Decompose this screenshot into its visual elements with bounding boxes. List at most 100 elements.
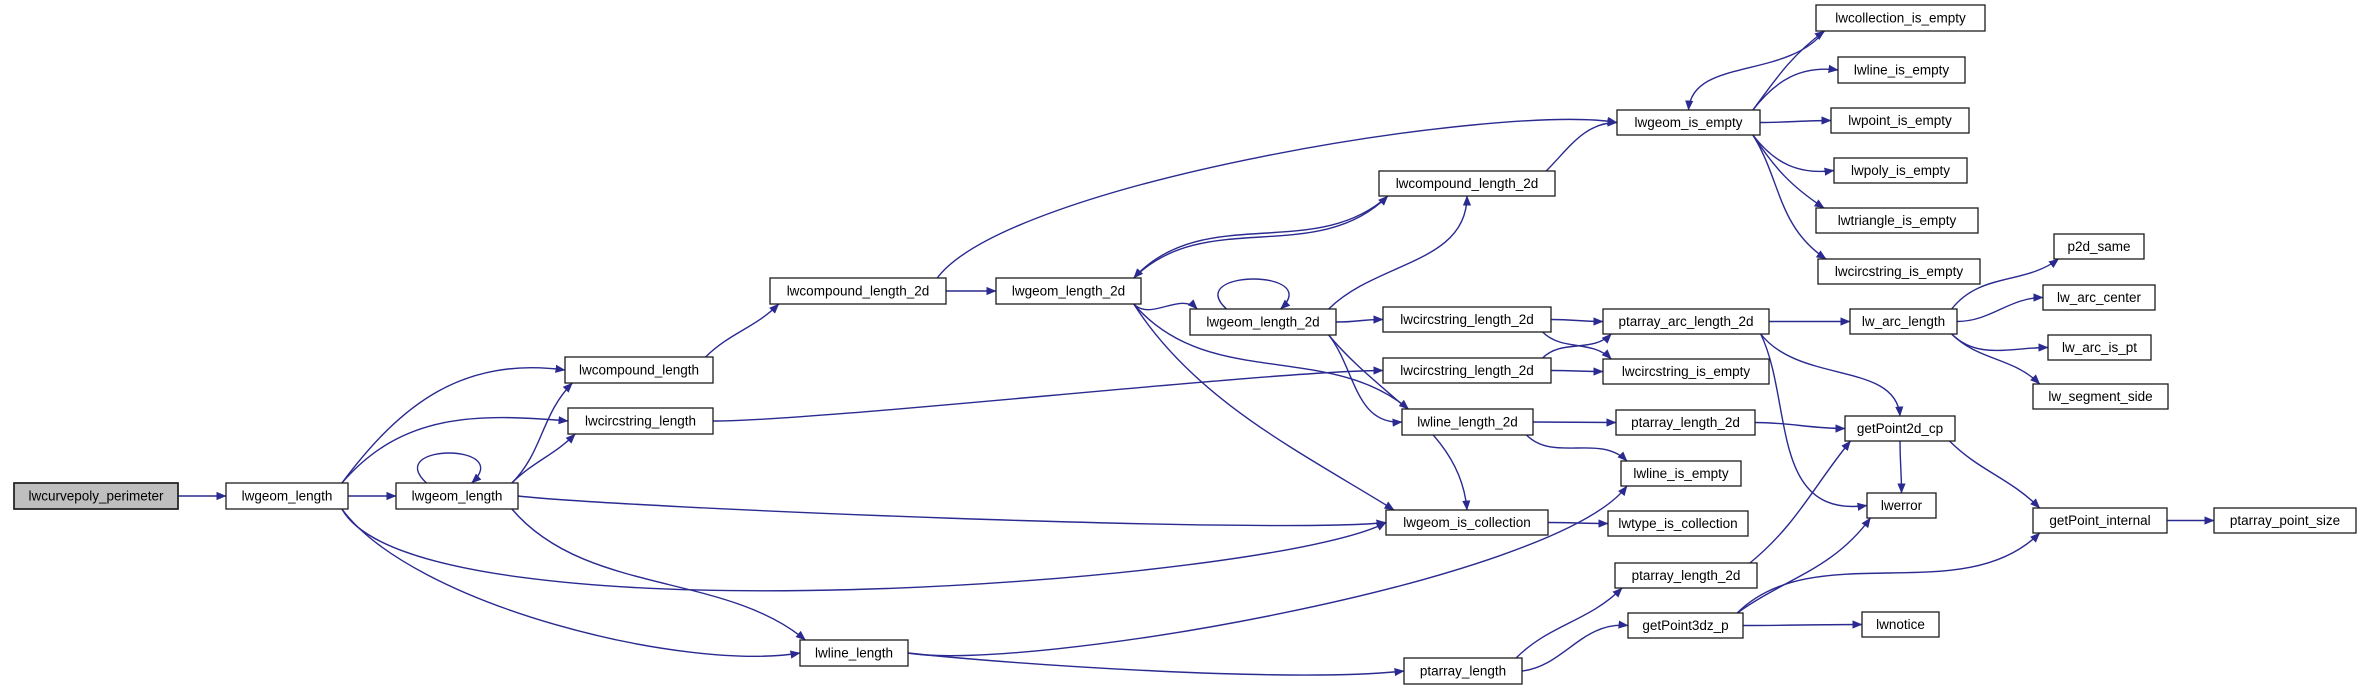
graph-node-p2d_same[interactable]: p2d_same — [2053, 233, 2145, 260]
node-box-lwgeom_length_2d_1[interactable] — [995, 277, 1142, 305]
node-box-lwcircstring_length[interactable] — [567, 407, 714, 435]
graph-node-lwpoint_is_empty[interactable]: lwpoint_is_empty — [1830, 107, 1970, 134]
graph-node-lwgeom_length_1[interactable]: lwgeom_length — [225, 482, 349, 510]
node-box-ptarray_length_2d_2[interactable] — [1614, 562, 1758, 589]
graph-node-lwgeom_length_2d_2[interactable]: lwgeom_length_2d — [1189, 308, 1337, 336]
graph-node-lwgeom_length_2[interactable]: lwgeom_length — [395, 482, 519, 510]
graph-node-lw_arc_center[interactable]: lw_arc_center — [2042, 284, 2156, 311]
node-box-ptarray_length[interactable] — [1403, 657, 1523, 685]
node-box-p2d_same[interactable] — [2053, 233, 2145, 260]
node-box-lwnotice[interactable] — [1861, 611, 1940, 638]
node-box-ptarray_arc_length_2d[interactable] — [1602, 308, 1770, 335]
graph-node-lwcompound_length_2d_1[interactable]: lwcompound_length_2d — [769, 277, 947, 305]
node-box-lwcollection_is_empty[interactable] — [1815, 4, 1986, 32]
node-box-lwgeom_is_collection[interactable] — [1385, 509, 1549, 536]
node-box-lwcircstring_is_empty_1[interactable] — [1817, 258, 1981, 285]
node-label-getPoint3dz_p: getPoint3dz_p — [1642, 618, 1728, 633]
node-box-getPoint3dz_p[interactable] — [1627, 612, 1744, 639]
graph-node-lwnotice[interactable]: lwnotice — [1861, 611, 1940, 638]
node-box-lwcompound_length[interactable] — [564, 356, 714, 384]
node-box-lwgeom_length_2[interactable] — [395, 482, 519, 510]
graph-node-lwerror[interactable]: lwerror — [1866, 492, 1937, 519]
node-label-lw_arc_is_pt: lw_arc_is_pt — [2062, 340, 2137, 355]
graph-node-lw_arc_is_pt[interactable]: lw_arc_is_pt — [2047, 334, 2152, 361]
node-box-getPoint2d_cp[interactable] — [1844, 415, 1956, 442]
graph-node-lwpoly_is_empty[interactable]: lwpoly_is_empty — [1833, 157, 1968, 184]
node-box-lwgeom_length_2d_2[interactable] — [1189, 308, 1337, 336]
node-box-lwline_length_2d[interactable] — [1401, 408, 1534, 436]
node-label-lwgeom_length_2: lwgeom_length — [412, 489, 503, 504]
node-label-ptarray_arc_length_2d: ptarray_arc_length_2d — [1618, 314, 1753, 329]
node-box-lwerror[interactable] — [1866, 492, 1937, 519]
node-box-lwline_is_empty_2[interactable] — [1620, 460, 1742, 487]
node-box-lwcircstring_length_2d_2[interactable] — [1382, 357, 1552, 384]
node-box-lwgeom_length_1[interactable] — [225, 482, 349, 510]
graph-node-lwcircstring_length_2d_1[interactable]: lwcircstring_length_2d — [1382, 306, 1552, 333]
node-box-getPoint_internal[interactable] — [2032, 507, 2168, 534]
graph-node-ptarray_length[interactable]: ptarray_length — [1403, 657, 1523, 685]
node-box-lwpoint_is_empty[interactable] — [1830, 107, 1970, 134]
graph-node-lwgeom_length_2d_1[interactable]: lwgeom_length_2d — [995, 277, 1142, 305]
node-box-lwline_length[interactable] — [799, 639, 909, 667]
graph-node-lwline_is_empty_2[interactable]: lwline_is_empty — [1620, 460, 1742, 487]
node-box-lwcircstring_is_empty_2[interactable] — [1602, 358, 1770, 385]
node-box-lwcircstring_length_2d_1[interactable] — [1382, 306, 1552, 333]
node-box-lw_arc_center[interactable] — [2042, 284, 2156, 311]
node-box-lwtype_is_collection[interactable] — [1607, 510, 1749, 537]
graph-node-lwcircstring_length_2d_2[interactable]: lwcircstring_length_2d — [1382, 357, 1552, 384]
node-box-lwpoly_is_empty[interactable] — [1833, 157, 1968, 184]
node-label-lwgeom_length_2d_1: lwgeom_length_2d — [1012, 284, 1125, 299]
graph-node-lwcurvepoly_perimeter: lwcurvepoly_perimeter — [13, 482, 179, 510]
node-label-ptarray_length: ptarray_length — [1420, 664, 1506, 679]
graph-node-getPoint_internal[interactable]: getPoint_internal — [2032, 507, 2168, 534]
graph-node-lwcircstring_is_empty_2[interactable]: lwcircstring_is_empty — [1602, 358, 1770, 385]
graph-node-lwline_length_2d[interactable]: lwline_length_2d — [1401, 408, 1534, 436]
node-box-lwgeom_is_empty[interactable] — [1616, 109, 1761, 136]
graph-node-ptarray_point_size[interactable]: ptarray_point_size — [2213, 507, 2357, 534]
edge-lwline_length-to-ptarray_length — [907, 652, 1405, 677]
graph-node-lwtype_is_collection[interactable]: lwtype_is_collection — [1607, 510, 1749, 537]
node-label-lwpoly_is_empty: lwpoly_is_empty — [1851, 163, 1950, 178]
node-box-lwline_is_empty_1[interactable] — [1837, 56, 1966, 84]
graph-node-lwcircstring_length[interactable]: lwcircstring_length — [567, 407, 714, 435]
edge-getPoint2d_cp-to-lwerror — [1897, 440, 1906, 494]
graph-node-lwtriangle_is_empty[interactable]: lwtriangle_is_empty — [1815, 207, 1979, 234]
graph-node-lwgeom_is_empty[interactable]: lwgeom_is_empty — [1616, 109, 1761, 136]
graph-node-lwline_length[interactable]: lwline_length — [799, 639, 909, 667]
graph-node-lwcircstring_is_empty_1[interactable]: lwcircstring_is_empty — [1817, 258, 1981, 285]
graph-node-lw_arc_length[interactable]: lw_arc_length — [1849, 308, 1958, 335]
edge-ptarray_length_2d_1-to-getPoint2d_cp — [1754, 421, 1846, 433]
edge-lwline_length_2d-to-ptarray_length_2d_1 — [1532, 418, 1617, 427]
node-box-lwcompound_length_2d_2[interactable] — [1378, 170, 1556, 197]
node-box-ptarray_point_size[interactable] — [2213, 507, 2357, 534]
graph-node-lwline_is_empty_1[interactable]: lwline_is_empty — [1837, 56, 1966, 84]
edge-lwcircstring_length-to-lwcircstring_length_2d_2 — [712, 366, 1384, 422]
node-box-lwcompound_length_2d_1[interactable] — [769, 277, 947, 305]
edge-lwgeom_length_2-to-lwgeom_is_collection — [517, 495, 1387, 528]
graph-node-ptarray_length_2d_1[interactable]: ptarray_length_2d — [1615, 409, 1756, 436]
edge-ptarray_arc_length_2d-to-getPoint2d_cp — [1760, 333, 1904, 417]
graph-node-lwcollection_is_empty[interactable]: lwcollection_is_empty — [1815, 4, 1986, 32]
node-label-lwcompound_length_2d_2: lwcompound_length_2d — [1396, 176, 1539, 191]
graph-node-ptarray_arc_length_2d[interactable]: ptarray_arc_length_2d — [1602, 308, 1770, 335]
graph-node-lwcompound_length_2d_2[interactable]: lwcompound_length_2d — [1378, 170, 1556, 197]
graph-node-lwgeom_is_collection[interactable]: lwgeom_is_collection — [1385, 509, 1549, 536]
edge-lwcircstring_length_2d_2-to-lwcircstring_is_empty_2 — [1550, 367, 1604, 376]
node-label-lwgeom_is_collection: lwgeom_is_collection — [1403, 515, 1531, 530]
node-box-lw_arc_is_pt[interactable] — [2047, 334, 2152, 361]
node-box-lw_segment_side[interactable] — [2032, 383, 2169, 410]
node-label-lwcircstring_is_empty_1: lwcircstring_is_empty — [1835, 264, 1964, 279]
graph-node-lwcompound_length[interactable]: lwcompound_length — [564, 356, 714, 384]
node-label-lwerror: lwerror — [1881, 498, 1923, 513]
edge-lwgeom_length_2-to-lwcompound_length — [511, 382, 573, 484]
graph-node-getPoint2d_cp[interactable]: getPoint2d_cp — [1844, 415, 1956, 442]
edge-lw_arc_length-to-lw_segment_side — [1951, 333, 2041, 385]
node-box-lwtriangle_is_empty[interactable] — [1815, 207, 1979, 234]
node-box-ptarray_length_2d_1[interactable] — [1615, 409, 1756, 436]
edge-lw_arc_length-to-p2d_same — [1951, 258, 2059, 310]
graph-node-getPoint3dz_p[interactable]: getPoint3dz_p — [1627, 612, 1744, 639]
graph-node-lw_segment_side[interactable]: lw_segment_side — [2032, 383, 2169, 410]
node-box-lw_arc_length[interactable] — [1849, 308, 1958, 335]
graph-node-ptarray_length_2d_2[interactable]: ptarray_length_2d — [1614, 562, 1758, 589]
edge-lwcompound_length_2d_2-to-lwgeom_length_2d_1 — [1133, 195, 1389, 279]
